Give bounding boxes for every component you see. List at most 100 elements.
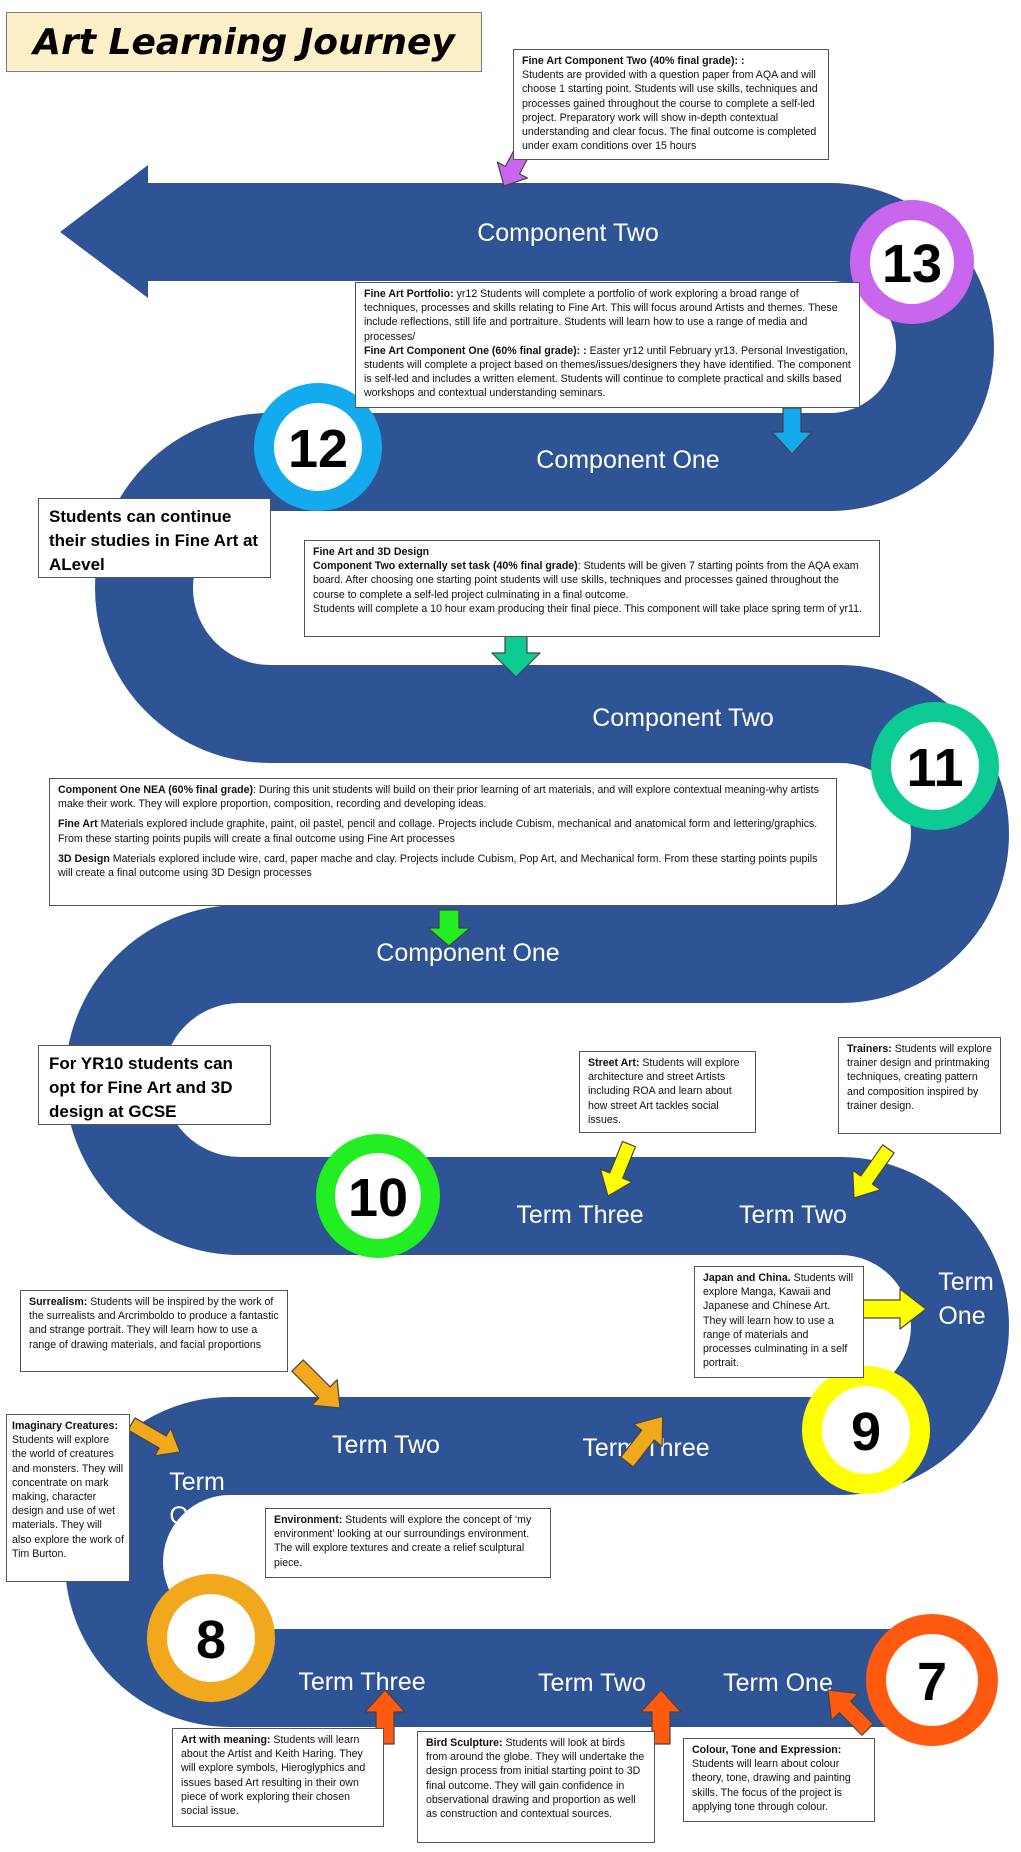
box-title: Colour, Tone and Expression: <box>692 1744 842 1756</box>
year-circle-8: 8 <box>147 1574 275 1702</box>
road-label-y9-term-one-b: One <box>169 1502 216 1530</box>
box-body: : Students will be given 7 starting poin… <box>313 560 859 601</box>
year-10-number: 10 <box>348 1168 408 1228</box>
box-colour-tone-expression: Colour, Tone and Expression: Students wi… <box>683 1738 875 1822</box>
year-circle-9: 9 <box>802 1366 930 1494</box>
box-bird-sculpture: Bird Sculpture: Students will look at bi… <box>417 1731 655 1843</box>
year-8-core <box>167 1594 255 1682</box>
box-title: Fine Art Component Two (40% final grade)… <box>522 55 745 67</box>
year-circle-13: 13 <box>850 200 974 324</box>
box-subtitle: Component Two externally set task (40% f… <box>313 560 578 573</box>
box-body: Materials explored include wire, card, p… <box>58 852 818 879</box>
box-title: Environment: <box>274 1514 343 1526</box>
box-title: Fine Art <box>58 818 98 831</box>
arrow-green-icon <box>427 909 471 947</box>
road-label-comp-one-y12: Component One <box>536 446 719 474</box>
box-body: : During this unit students will build o… <box>58 784 819 811</box>
box-title: Bird Sculpture: <box>426 1737 503 1749</box>
gcse-note-text: For YR10 students can opt for Fine Art a… <box>49 1054 233 1121</box>
year-7-core <box>886 1634 978 1726</box>
road-label-comp-one-y10: Component One <box>376 939 559 967</box>
year-circle-12: 12 <box>254 383 382 511</box>
road-label-y10-term-two: Term Two <box>739 1201 847 1229</box>
box-body: Materials explored include graphite, pai… <box>58 818 818 845</box>
arrow-orange-environment-icon <box>620 1415 664 1468</box>
page-title-text: Art Learning Journey <box>33 21 455 63</box>
box-title: Surrealism: <box>29 1296 88 1308</box>
box-body: Students will explore trainer design and… <box>847 1043 992 1112</box>
year-9-number: 9 <box>851 1402 881 1462</box>
road-label-y7-term-three: Term Three <box>298 1668 425 1696</box>
year-9-core <box>822 1386 910 1474</box>
year-12-number: 12 <box>288 419 348 479</box>
road-label-y10-term-one-a: Term <box>938 1268 994 1296</box>
road-label-y7-term-two: Term Two <box>538 1669 646 1697</box>
arrow-yellow-street-icon <box>599 1140 637 1197</box>
year-11-core <box>891 722 979 810</box>
year-8-number: 8 <box>196 1610 226 1670</box>
box-title: Fine Art Component One (60% final grade)… <box>364 344 587 357</box>
road-label-y9-term-one-a: Term <box>169 1468 225 1496</box>
box-component-one-nea: Component One NEA (60% final grade): Dur… <box>49 778 837 906</box>
box-japan-china: Japan and China. Students will explore M… <box>694 1266 864 1378</box>
box-art-with-meaning: Art with meaning: Students will learn ab… <box>172 1728 384 1827</box>
box-street-art: Street Art: Students will explore archit… <box>579 1051 756 1133</box>
arrow-orange-imaginary-icon <box>127 1417 181 1457</box>
box-title: Fine Art and 3D Design <box>313 546 430 558</box>
arrow-orange-surrealism-icon <box>291 1359 341 1409</box>
year-circle-7: 7 <box>866 1614 998 1746</box>
box-imaginary-creatures: Imaginary Creatures: Students will explo… <box>6 1414 130 1582</box>
box-body: Students are provided with a question pa… <box>522 69 818 153</box>
road-label-comp-two-y11: Component Two <box>592 704 774 732</box>
box-body: Students will explore architecture and s… <box>588 1057 740 1126</box>
box-fa-component-two: Fine Art Component Two (40% final grade)… <box>513 49 829 160</box>
box-body: yr12 Students will complete a portfolio … <box>364 288 838 343</box>
box-environment: Environment: Students will explore the c… <box>265 1508 551 1578</box>
road-label-y9-term-two: Term Two <box>332 1431 440 1459</box>
box-body: Students will be inspired by the work of… <box>29 1296 279 1351</box>
year-circle-10: 10 <box>316 1134 440 1258</box>
box-title: Trainers: <box>847 1043 892 1055</box>
box-title: Component One NEA (60% final grade) <box>58 784 254 796</box>
box-title: Imaginary Creatures: <box>12 1420 118 1432</box>
year-10-core <box>335 1153 421 1239</box>
year-11-number: 11 <box>906 738 963 798</box>
box-title: Street Art: <box>588 1057 640 1069</box>
box-body-2: Students will complete a 10 hour exam pr… <box>313 602 862 615</box>
arrow-yellow-trainers-icon <box>852 1144 895 1199</box>
arrow-red-colour-icon <box>827 1689 874 1736</box>
box-body: Students will explore the concept of ‘my… <box>274 1514 532 1569</box>
box-title: 3D Design <box>58 852 110 865</box>
box-body: Students will explore Manga, Kawaii and … <box>703 1272 854 1370</box>
box-fa-3d-design: Fine Art and 3D Design Component Two ext… <box>304 540 880 637</box>
road-label-y10-term-one-b: One <box>938 1302 985 1330</box>
box-fa-portfolio: Fine Art Portfolio: yr12 Students will c… <box>355 282 860 408</box>
box-body: Students will learn about colour theory,… <box>692 1758 851 1813</box>
gcse-note: For YR10 students can opt for Fine Art a… <box>38 1045 271 1125</box>
box-body: Students will learn about the Artist and… <box>181 1734 366 1817</box>
box-body: Students will explore the world of creat… <box>12 1434 124 1560</box>
alevel-note-text: Students can continue their studies in F… <box>49 507 259 574</box>
box-surrealism: Surrealism: Students will be inspired by… <box>20 1290 288 1372</box>
road-label-comp-two-y13: Component Two <box>477 219 659 247</box>
arrow-red-meaning-icon <box>364 1689 406 1745</box>
year-7-number: 7 <box>917 1652 947 1712</box>
box-body: Students will look at birds from around … <box>426 1737 645 1820</box>
arrow-yellow-japan-icon <box>861 1288 927 1330</box>
box-body: Easter yr12 until February yr13. Persona… <box>364 344 851 400</box>
box-title: Fine Art Portfolio: <box>364 288 454 300</box>
road-label-y7-term-one: Term One <box>723 1669 833 1697</box>
box-title: Art with meaning: <box>181 1734 271 1746</box>
box-trainers: Trainers: Students will explore trainer … <box>838 1037 1001 1134</box>
year-13-number: 13 <box>882 234 942 294</box>
arrow-red-bird-icon <box>640 1689 682 1745</box>
alevel-note: Students can continue their studies in F… <box>38 498 271 578</box>
box-title: Japan and China. <box>703 1272 791 1284</box>
year-12-core <box>274 403 362 491</box>
year-circle-11: 11 <box>871 702 999 830</box>
road-label-y10-term-three: Term Three <box>516 1201 643 1229</box>
year-13-core <box>870 220 954 304</box>
arrow-blue-icon <box>771 407 813 455</box>
page-title: Art Learning Journey <box>6 12 482 72</box>
